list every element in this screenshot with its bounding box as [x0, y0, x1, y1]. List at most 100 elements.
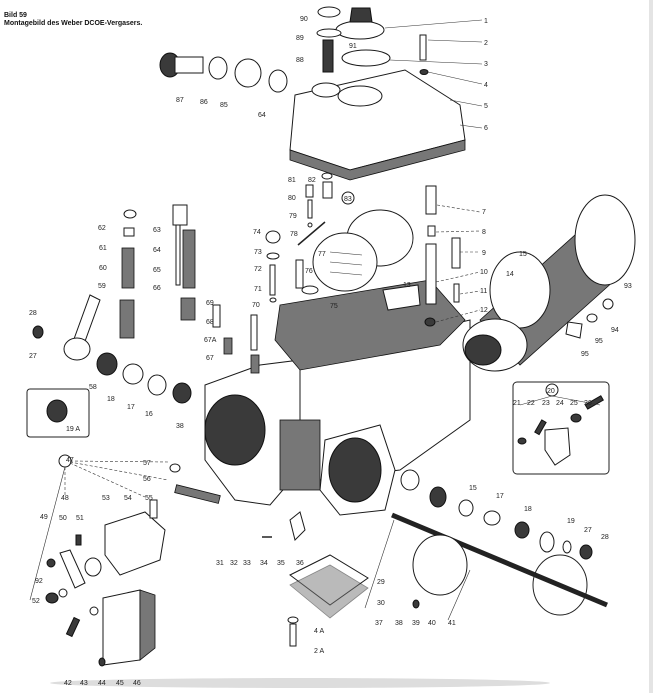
screw-42: [65, 616, 81, 638]
spring-67: [250, 354, 260, 374]
pump-parts: [119, 204, 196, 339]
lever-hub-58: [63, 337, 91, 361]
label-42: 42: [64, 680, 72, 687]
label-83: 83: [344, 196, 352, 203]
lever-78: [297, 221, 326, 246]
label-53: 53: [102, 495, 110, 502]
figure-caption: Bild 59 Montagebild des Weber DCOE-Verga…: [4, 12, 142, 28]
label-76: 76: [305, 268, 313, 275]
label-68: 68: [206, 319, 214, 326]
label-22: 22: [527, 400, 535, 407]
label-92: 92: [35, 578, 43, 585]
label-69: 69: [206, 300, 214, 307]
label-2: 2: [484, 40, 488, 47]
washer-82: [321, 172, 333, 180]
label-54: 54: [124, 495, 132, 502]
label-48: 48: [61, 495, 69, 502]
washer-73: [266, 252, 280, 260]
cover-assembly: [289, 6, 466, 181]
leader-lines: [29, 19, 601, 621]
bore-right: [328, 437, 382, 503]
label-4: 4: [484, 82, 488, 89]
label-77: 77: [318, 251, 326, 258]
bore-left: [204, 394, 266, 466]
label-75: 75: [330, 303, 338, 310]
body-fitting: [400, 469, 420, 491]
label-66: 66: [153, 285, 161, 292]
washer-89: [316, 28, 342, 38]
bearing-38b: [429, 486, 447, 508]
label-89: 89: [296, 35, 304, 42]
callout-circle-83: [341, 191, 355, 205]
label-18b: 18: [524, 506, 532, 513]
plug-90: [317, 6, 341, 18]
label-58: 58: [89, 384, 97, 391]
label-88: 88: [296, 57, 304, 64]
gasket-13: [382, 284, 421, 311]
label-10: 10: [480, 269, 488, 276]
label-70: 70: [252, 302, 260, 309]
washer-4: [419, 69, 429, 75]
cover-54: [104, 511, 166, 576]
label-38b: 38: [395, 620, 403, 627]
throttle-plate-detail: [532, 554, 588, 616]
label-93: 93: [624, 283, 632, 290]
label-38: 38: [176, 423, 184, 430]
screw-68: [250, 314, 258, 351]
venturi-bore: [464, 334, 502, 366]
label-87: 87: [176, 97, 184, 104]
spring-17: [122, 363, 144, 385]
label-95: 95: [595, 338, 603, 345]
washer-64: [268, 69, 288, 93]
screw-2: [419, 34, 427, 61]
label-41: 41: [448, 620, 456, 627]
valve-72: [269, 264, 276, 296]
label-15c: 15: [469, 485, 477, 492]
valve-parts: [212, 172, 355, 374]
screw-55: [149, 499, 158, 519]
washer-92: [58, 588, 68, 598]
trumpet-assembly: [462, 194, 636, 372]
spring-17b: [483, 510, 501, 526]
screw-2a: [289, 623, 297, 647]
lever-assembly: [26, 294, 192, 438]
figure-number: Bild 59: [4, 12, 27, 19]
ring-53: [84, 557, 102, 577]
label-4a: 4 A: [314, 628, 324, 635]
throttle-plate-40: [412, 534, 468, 596]
screw-69: [212, 304, 221, 328]
label-62: 62: [98, 225, 106, 232]
detail-box-19a: [26, 388, 90, 438]
jet-9: [451, 237, 461, 269]
label-19: 19: [567, 518, 575, 525]
piston-66: [180, 297, 196, 321]
label-12: 12: [480, 307, 488, 314]
label-46: 46: [133, 680, 141, 687]
label-49: 49: [40, 514, 48, 521]
label-28: 28: [29, 310, 37, 317]
cap-knob: [349, 7, 373, 23]
cover-ring: [337, 85, 383, 107]
nut-28b: [579, 544, 593, 560]
shaft-41: [391, 512, 608, 608]
label-72: 72: [254, 266, 262, 273]
label-31: 31: [216, 560, 224, 567]
jet-12: [424, 317, 436, 327]
label-36: 36: [296, 560, 304, 567]
label-55: 55: [145, 495, 153, 502]
filter-88: [322, 39, 334, 73]
label-60: 60: [99, 265, 107, 272]
seal-15c: [458, 499, 474, 517]
bearing-18: [96, 352, 118, 376]
lever-35: [289, 511, 306, 541]
washer-16: [147, 374, 167, 396]
bearing-38: [172, 382, 192, 404]
jet-stack: [382, 185, 461, 327]
cover-gasket-6: [289, 139, 466, 181]
label-32: 32: [230, 560, 238, 567]
washer-86: [208, 56, 228, 80]
screw-51: [75, 534, 82, 546]
label-25: 25: [570, 400, 578, 407]
nut-27: [32, 325, 44, 339]
label-21: 21: [513, 400, 521, 407]
